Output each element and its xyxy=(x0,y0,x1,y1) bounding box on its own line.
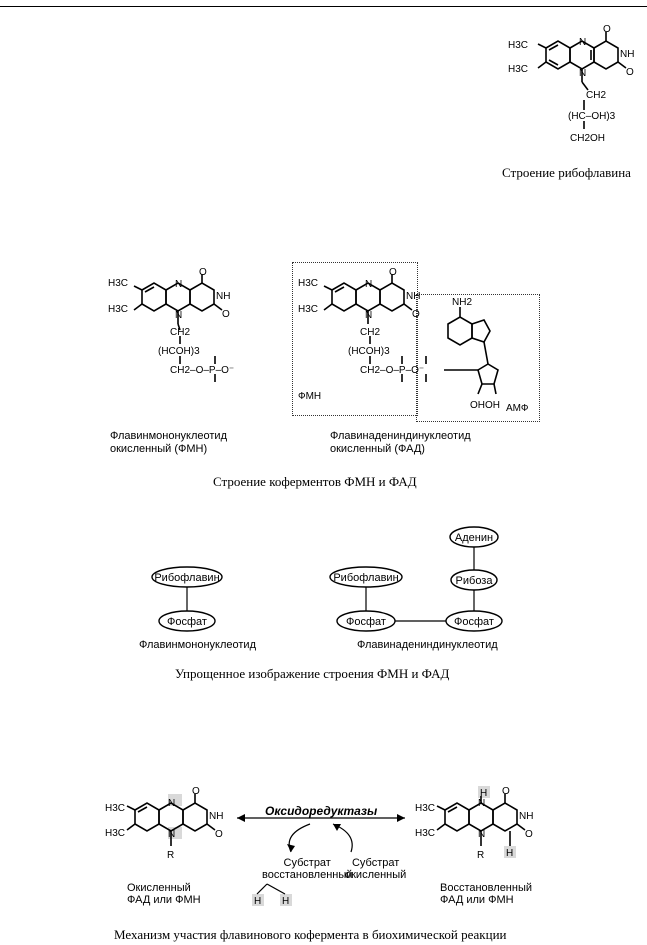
hydrogen-label: H xyxy=(254,896,261,907)
oval-phosphate: Фосфат xyxy=(346,616,386,628)
methyl-label: H3C xyxy=(415,828,435,839)
simplified-diagram: Рибофлавин Фосфат Рибофлавин Фосфат Аден… xyxy=(151,526,503,632)
riboflavin-caption: Строение рибофлавина xyxy=(502,165,631,180)
hydrogen-label: H xyxy=(506,848,513,859)
oval-phosphate: Фосфат xyxy=(454,616,494,628)
atom-label: N xyxy=(365,310,372,321)
fmn-box xyxy=(292,262,418,416)
atom-label: NH xyxy=(216,291,230,302)
atom-label: O xyxy=(603,24,611,35)
fad-name-line2: окисленный (ФАД) xyxy=(330,443,425,455)
atom-label: NH xyxy=(406,291,420,302)
substrate-reduced: Субстрат восстановленный xyxy=(262,857,352,881)
r-group-label: R xyxy=(167,850,174,861)
oval-adenine: Аденин xyxy=(455,532,493,544)
atom-label: O xyxy=(199,267,207,278)
hydroxyl-label: OHOH xyxy=(470,400,500,411)
hydrogen-label: H xyxy=(282,896,289,907)
atom-label: O xyxy=(412,309,420,320)
chain-label: CH2 xyxy=(360,327,380,338)
fad-name: Флавинадениндинуклеотид окисленный (ФАД) xyxy=(330,430,471,456)
chain-label: (HCOH)3 xyxy=(348,346,390,357)
substrate-oxidized: Субстрат окисленный xyxy=(345,857,406,881)
atom-label: NH xyxy=(519,811,533,822)
atom-label: O xyxy=(525,829,533,840)
reduced-line1: Восстановленный xyxy=(440,882,533,894)
methyl-label: H3C xyxy=(298,278,318,289)
atom-label: N xyxy=(175,310,182,321)
oval-phosphate: Фосфат xyxy=(167,616,207,628)
chain-label: (HC–OH)3 xyxy=(568,111,616,122)
fmn-name: Флавинмононуклеотид окисленный (ФМН) xyxy=(110,430,227,456)
simplified-caption: Упрощенное изображение строения ФМН и ФА… xyxy=(175,666,450,681)
chain-label: (HCOH)3 xyxy=(158,346,200,357)
atom-label: O xyxy=(626,67,634,78)
mechanism-diagram: H3C H3C N N O NH O R H H H3C H3C H N N O… xyxy=(105,786,533,907)
chain-label: CH2 xyxy=(170,327,190,338)
atom-label: N xyxy=(175,279,182,290)
fad-name-line1: Флавинадениндинуклеотид xyxy=(330,430,471,442)
r-group-label: R xyxy=(477,850,484,861)
atom-label: N xyxy=(478,798,485,809)
atom-label: N xyxy=(579,68,586,79)
atom-label: N xyxy=(478,829,485,840)
chain-label: CH2–O–P–O⁻ xyxy=(360,365,424,376)
fad-short-name: Флавинадениндинуклеотид xyxy=(357,639,498,651)
atom-label: N xyxy=(579,37,586,48)
atom-label: O xyxy=(222,309,230,320)
methyl-label: H3C xyxy=(415,803,435,814)
fad-structure: H3C H3C O NH O N N CH2 (HCOH)3 CH2–O–P–O… xyxy=(298,267,529,414)
amf-box xyxy=(416,294,540,422)
reduced-line2: ФАД или ФМН xyxy=(440,894,514,906)
chain-label: CH2OH xyxy=(570,133,605,144)
atom-label: O xyxy=(215,829,223,840)
chain-label: CH2–O–P–O⁻ xyxy=(170,365,234,376)
substrate-oxidized-line2: окисленный xyxy=(345,869,407,881)
oval-riboflavin: Рибофлавин xyxy=(154,572,219,584)
atom-label: O xyxy=(389,267,397,278)
fmn-name-line1: Флавинмононуклеотид xyxy=(110,430,227,442)
oxidized-line1: Окисленный xyxy=(127,882,191,894)
methyl-label: H3C xyxy=(108,304,128,315)
methyl-label: H3C xyxy=(108,278,128,289)
chain-label: CH2 xyxy=(586,90,606,101)
oval-ribose: Рибоза xyxy=(456,575,494,587)
substrate-oxidized-line1: Субстрат xyxy=(351,857,400,869)
oval-riboflavin: Рибофлавин xyxy=(333,572,398,584)
methyl-label: H3C xyxy=(508,64,528,75)
atom-label: O xyxy=(502,786,510,797)
oxidized-flavin-label: Окисленный ФАД или ФМН xyxy=(127,882,201,906)
atom-label: N xyxy=(168,798,175,809)
fmn-name-line2: окисленный (ФМН) xyxy=(110,443,208,455)
amine-label: NH2 xyxy=(452,297,472,308)
methyl-label: H3C xyxy=(105,828,125,839)
substrate-reduced-line2: восстановленный xyxy=(262,869,353,881)
page-top-rule xyxy=(0,6,647,7)
coenzymes-caption: Строение коферментов ФМН и ФАД xyxy=(213,474,417,489)
substrate-reduced-line1: Субстрат xyxy=(283,857,331,869)
amf-box-label: АМФ xyxy=(506,403,529,414)
fmn-short-name: Флавинмононуклеотид xyxy=(139,639,256,651)
riboflavin-structure: H3C H3C O NH O N N CH2 (HC–OH)3 CH2OH xyxy=(508,24,634,144)
reduced-flavin-label: Восстановленный ФАД или ФМН xyxy=(440,882,532,906)
hydrogen-label: H xyxy=(480,788,487,799)
fmn-structure: H3C H3C O NH O N N CH2 (HCOH)3 CH2–O–P–O… xyxy=(108,267,234,382)
methyl-label: H3C xyxy=(508,40,528,51)
atom-label: NH xyxy=(209,811,223,822)
atom-label: NH xyxy=(620,49,634,60)
atom-label: O xyxy=(192,786,200,797)
mechanism-caption: Механизм участия флавинового кофермента … xyxy=(114,927,507,942)
oxidized-line2: ФАД или ФМН xyxy=(127,894,201,906)
enzyme-label: Оксидоредуктазы xyxy=(265,804,378,818)
atom-label: N xyxy=(168,829,175,840)
methyl-label: H3C xyxy=(298,304,318,315)
fmn-box-label: ФМН xyxy=(298,391,321,402)
methyl-label: H3C xyxy=(105,803,125,814)
atom-label: N xyxy=(365,279,372,290)
